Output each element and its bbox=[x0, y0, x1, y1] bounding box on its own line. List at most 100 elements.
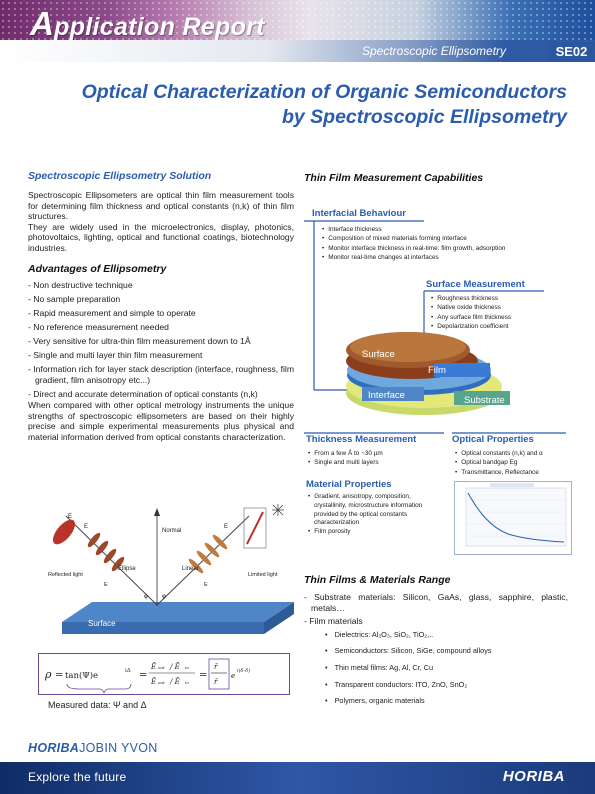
list-item: Dielectrics: Al₂O₃, SiO₂, TiO₂,.. bbox=[325, 630, 568, 641]
phi-left-label: φ bbox=[144, 593, 148, 600]
reflected-wave-plates bbox=[188, 534, 228, 574]
stacked-layers bbox=[346, 332, 510, 415]
list-item: - Very sensitive for ultra-thin film mea… bbox=[28, 335, 251, 346]
e-label-left: E bbox=[84, 524, 88, 530]
title-initial: A bbox=[30, 5, 55, 42]
surface-texture bbox=[350, 332, 466, 362]
e-label-right: E bbox=[224, 524, 228, 530]
list-item: - Direct and accurate determination of o… bbox=[28, 388, 258, 399]
film-materials-list: Dielectrics: Al₂O₃, SiO₂, TiO₂,.. Semico… bbox=[311, 630, 568, 707]
surface-side bbox=[264, 602, 294, 634]
list-item: Thin metal films: Ag, Al, Cr, Cu bbox=[325, 663, 568, 674]
optical-heading: Optical Properties bbox=[452, 434, 534, 445]
list-item: Film porosity bbox=[308, 528, 440, 537]
linear-polarizer-axis bbox=[246, 511, 264, 545]
material-list: Gradient, anisotropy, composition, cryst… bbox=[308, 493, 440, 537]
list-item: Roughness thickness bbox=[431, 294, 571, 303]
solution-heading: Spectroscopic Ellipsometry Solution bbox=[28, 170, 212, 182]
list-item: - Rapid measurement and simple to operat… bbox=[28, 307, 196, 318]
thickness-list: From a few Å to ~30 µm Single and multi … bbox=[308, 449, 448, 468]
absorption-spectrum-thumbnail bbox=[454, 481, 572, 555]
incident-wave-plates bbox=[87, 532, 125, 572]
logo-bold: HORIBA bbox=[28, 741, 80, 755]
linear-label: Linear bbox=[182, 566, 199, 572]
normal-label: Normal bbox=[162, 528, 181, 534]
formula-fraction-2: r̄ r̄ ei(δ-δ) bbox=[211, 663, 250, 686]
material-heading: Material Properties bbox=[306, 479, 392, 490]
svg-text:Ē: Ē bbox=[150, 677, 156, 686]
list-item: Native oxide thickness bbox=[431, 303, 571, 312]
list-item: Monitor interface thickness in real-time… bbox=[322, 244, 572, 253]
logo-rest: JOBIN YVON bbox=[79, 741, 158, 755]
svg-text:out: out bbox=[158, 680, 165, 685]
horiba-jobin-yvon-logo: HORIBAJOBIN YVON bbox=[28, 741, 158, 755]
substrate-layer-label: Substrate bbox=[464, 395, 505, 406]
page-title-line1: Optical Characterization of Organic Semi… bbox=[81, 81, 567, 103]
header-pattern bbox=[0, 0, 595, 40]
connector-lines bbox=[304, 220, 566, 434]
reflected-light-label: Reflected light bbox=[48, 572, 83, 578]
advantages-list: - Non destructive technique - No sample … bbox=[28, 280, 294, 400]
closing-text: When compared with other optical metrolo… bbox=[28, 399, 294, 442]
ellipsometry-principle-diagram: Surface Normal E E E Ellipse Linear Refl… bbox=[48, 504, 294, 634]
normal-arrowhead bbox=[154, 508, 160, 516]
header-band bbox=[0, 40, 595, 62]
list-item: From a few Å to ~30 µm bbox=[308, 449, 448, 458]
footer-bar bbox=[0, 762, 595, 794]
formula-delta-exp: iΔ bbox=[125, 668, 131, 674]
list-item: Single and multi layers bbox=[308, 458, 448, 467]
left-column: Spectroscopic Ellipsometry Solution Spec… bbox=[28, 170, 294, 442]
formula-equals-2: = bbox=[139, 670, 147, 681]
phi-right-label: φ bbox=[162, 593, 166, 600]
list-item: Optical bandgap Eg bbox=[455, 458, 580, 467]
footer-tagline: Explore the future bbox=[28, 770, 127, 784]
formula-equals-3: = bbox=[199, 670, 207, 681]
formula-equals-1: = bbox=[55, 670, 63, 681]
film-highlight bbox=[434, 363, 490, 377]
interface-layer-label: Interface bbox=[368, 390, 405, 401]
e-in-label: E bbox=[204, 582, 208, 588]
e-out-label: E bbox=[104, 582, 108, 588]
list-item: Optical constants (n,k) and α bbox=[455, 449, 580, 458]
light-source-icon bbox=[272, 504, 284, 516]
formula-highlight bbox=[208, 658, 230, 690]
svg-text:in: in bbox=[185, 665, 189, 670]
ellipse-polarization-disk bbox=[52, 519, 76, 545]
interfacial-list: Interface thickness Composition of mixed… bbox=[322, 225, 572, 263]
technique-label: Spectroscopic Ellipsometry bbox=[362, 44, 507, 58]
list-item: Any surface film thickness bbox=[431, 313, 571, 322]
list-item: Transmittance, Reflectance bbox=[455, 468, 580, 477]
list-item: - Non destructive technique bbox=[28, 279, 133, 290]
list-item: - No reference measurement needed bbox=[28, 321, 169, 332]
formula-tan-psi: tan(Ψ)e bbox=[65, 670, 98, 681]
interfacial-heading: Interfacial Behaviour bbox=[312, 208, 406, 219]
svg-text:/ Ē: / Ē bbox=[169, 662, 180, 671]
svg-text:Ē: Ē bbox=[150, 662, 156, 671]
formula-brace bbox=[66, 683, 132, 694]
substrate-highlight bbox=[454, 391, 510, 405]
svg-text:i(δ-δ): i(δ-δ) bbox=[237, 667, 250, 674]
substrate-materials: - Substrate materials: Silicon, GaAs, gl… bbox=[304, 592, 568, 613]
svg-text:in: in bbox=[185, 680, 189, 685]
svg-text:r̄: r̄ bbox=[214, 663, 218, 671]
list-item: - No sample preparation bbox=[28, 293, 121, 304]
incident-beam bbox=[65, 515, 158, 606]
linear-polarizer-frame bbox=[243, 507, 267, 549]
layer-stack-diagram: Surface Film Interface Substrate bbox=[304, 220, 566, 434]
title-rest: pplication Report bbox=[54, 13, 265, 41]
measured-data-caption: Measured data: Ψ and Δ bbox=[48, 700, 147, 710]
header-banner bbox=[0, 0, 595, 40]
report-type-title: Application Report bbox=[30, 5, 265, 43]
solution-text: Spectroscopic Ellipsometers are optical … bbox=[28, 190, 294, 222]
limited-light-label: Limited light bbox=[248, 572, 278, 578]
svg-text:out: out bbox=[158, 665, 165, 670]
list-item: Interface thickness bbox=[322, 225, 572, 234]
interface-highlight bbox=[362, 387, 424, 401]
solution-text-2: They are widely used in the microelectro… bbox=[28, 221, 294, 253]
thickness-heading: Thickness Measurement bbox=[306, 434, 417, 445]
surface-label: Surface bbox=[88, 619, 116, 628]
list-item: Polymers, organic materials bbox=[325, 696, 568, 707]
list-item: Transparent conductors: ITO, ZnO, SnO₂ bbox=[325, 680, 568, 691]
